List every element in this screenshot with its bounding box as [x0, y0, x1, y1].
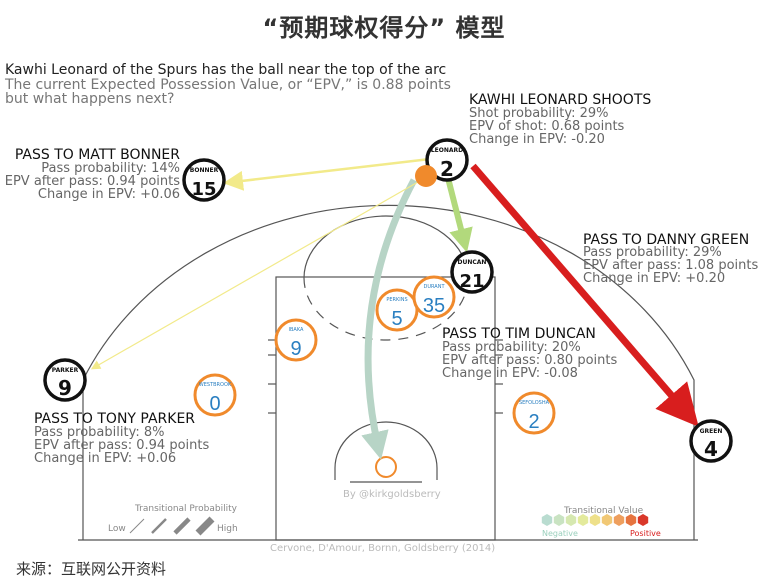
restricted-arc — [334, 421, 438, 469]
green-line-2: EPV after pass: 1.08 points — [583, 258, 759, 273]
svg-text:Low: Low — [108, 524, 126, 534]
duncan-line-2: EPV after pass: 0.80 points — [442, 353, 618, 368]
bonner-line-1: Pass probability: 14% — [41, 161, 180, 176]
defender-ibaka: IBAKA 9 — [274, 318, 318, 362]
svg-text:5: 5 — [391, 308, 402, 330]
defender-perkins: PERKINS 5 — [375, 288, 419, 332]
svg-text:Transitional Value: Transitional Value — [563, 506, 644, 516]
svg-text:9: 9 — [290, 338, 301, 360]
player-leonard: LEONARD 2 — [425, 138, 469, 182]
value-swatch — [589, 514, 601, 526]
duncan-line-3: Change in EPV: -0.08 — [442, 366, 578, 381]
value-swatch — [613, 514, 625, 526]
svg-text:2: 2 — [528, 411, 539, 433]
defender-durant: DURANT 35 — [412, 275, 456, 319]
green-line-3: Change in EPV: +0.20 — [583, 271, 726, 286]
svg-text:Transitional Probability: Transitional Probability — [134, 504, 238, 514]
player-duncan: DUNCAN 21 — [450, 250, 494, 294]
legend-probability: Transitional Probability Low High — [108, 504, 238, 536]
bonner-line-3: Change in EPV: +0.06 — [37, 187, 180, 202]
svg-text:Positive: Positive — [630, 529, 661, 538]
author-credit: By @kirkgoldsberry — [343, 489, 441, 500]
shoot-title: KAWHI LEONARD SHOOTS — [469, 92, 652, 108]
page-title: “预期球权得分” 模型 — [262, 14, 506, 42]
svg-text:BONNER: BONNER — [190, 167, 219, 174]
svg-text:DUNCAN: DUNCAN — [458, 259, 487, 266]
svg-text:4: 4 — [704, 437, 718, 461]
source-note: 来源：互联网公开资料 — [16, 560, 167, 578]
value-swatch — [577, 514, 589, 526]
pass-to-duncan-arrow — [445, 177, 473, 253]
bonner-title: PASS TO MATT BONNER — [14, 147, 180, 163]
value-swatches — [541, 514, 649, 526]
duncan-line-1: Pass probability: 20% — [442, 340, 581, 355]
legend-value: Transitional Value Negative Positive — [541, 506, 661, 538]
svg-text:LEONARD: LEONARD — [431, 147, 463, 154]
bonner-line-2: EPV after pass: 0.94 points — [4, 174, 180, 189]
shot-path-arrow — [361, 178, 418, 460]
intro-subline-2: but what happens next? — [5, 91, 175, 107]
defender-westbrook: WESTBROOK 0 — [193, 373, 237, 417]
shoot-line-1: Shot probability: 29% — [469, 106, 609, 121]
svg-text:21: 21 — [459, 271, 484, 292]
shoot-line-3: Change in EPV: -0.20 — [469, 132, 605, 147]
value-swatch — [637, 514, 649, 526]
svg-text:35: 35 — [423, 295, 445, 317]
shoot-line-2: EPV of shot: 0.68 points — [469, 119, 625, 134]
hoop-rim — [375, 456, 397, 478]
pass-to-green-arrow — [470, 163, 699, 427]
parker-line-1: Pass probability: 8% — [34, 425, 165, 440]
intro-subline-1: The current Expected Possession Value, o… — [5, 77, 451, 93]
citation: Cervone, D'Amour, Bornn, Goldsberry (201… — [270, 543, 496, 554]
svg-text:PARKER: PARKER — [52, 367, 79, 374]
lane — [275, 276, 496, 541]
svg-text:0: 0 — [209, 393, 220, 415]
player-parker: PARKER 9 — [43, 358, 87, 402]
pass-to-bonner-arrow — [223, 157, 431, 191]
svg-text:15: 15 — [191, 179, 216, 200]
value-swatch — [553, 514, 565, 526]
player-bonner: BONNER 15 — [182, 158, 226, 202]
defender-sefolosha: SEFOLOSHA 2 — [512, 391, 556, 435]
value-swatch — [601, 514, 613, 526]
svg-text:Negative: Negative — [542, 529, 578, 538]
parker-line-3: Change in EPV: +0.06 — [34, 451, 177, 466]
court-lines — [78, 204, 698, 541]
svg-text:WESTBROOK: WESTBROOK — [199, 382, 232, 388]
svg-text:IBAKA: IBAKA — [289, 327, 305, 333]
svg-text:9: 9 — [58, 376, 72, 400]
svg-text:DURANT: DURANT — [424, 284, 446, 290]
three-point-arc — [82, 204, 695, 540]
value-swatch — [565, 514, 577, 526]
svg-text:GREEN: GREEN — [700, 428, 723, 435]
svg-text:High: High — [217, 524, 238, 534]
value-swatch — [625, 514, 637, 526]
pass-to-parker-arrow — [90, 173, 433, 370]
duncan-title: PASS TO TIM DUNCAN — [442, 326, 596, 342]
svg-text:2: 2 — [440, 157, 454, 181]
basketball — [415, 165, 437, 187]
value-swatch — [541, 514, 553, 526]
green-line-1: Pass probability: 29% — [583, 245, 722, 260]
parker-line-2: EPV after pass: 0.94 points — [34, 438, 210, 453]
parker-title: PASS TO TONY PARKER — [34, 411, 196, 427]
player-green: GREEN 4 — [689, 419, 733, 463]
svg-text:SEFOLOSHA: SEFOLOSHA — [519, 400, 550, 406]
free-throw-arc-bottom — [303, 277, 469, 341]
intro-headline: Kawhi Leonard of the Spurs has the ball … — [5, 62, 447, 78]
svg-text:PERKINS: PERKINS — [386, 297, 407, 303]
green-title: PASS TO DANNY GREEN — [583, 232, 750, 248]
